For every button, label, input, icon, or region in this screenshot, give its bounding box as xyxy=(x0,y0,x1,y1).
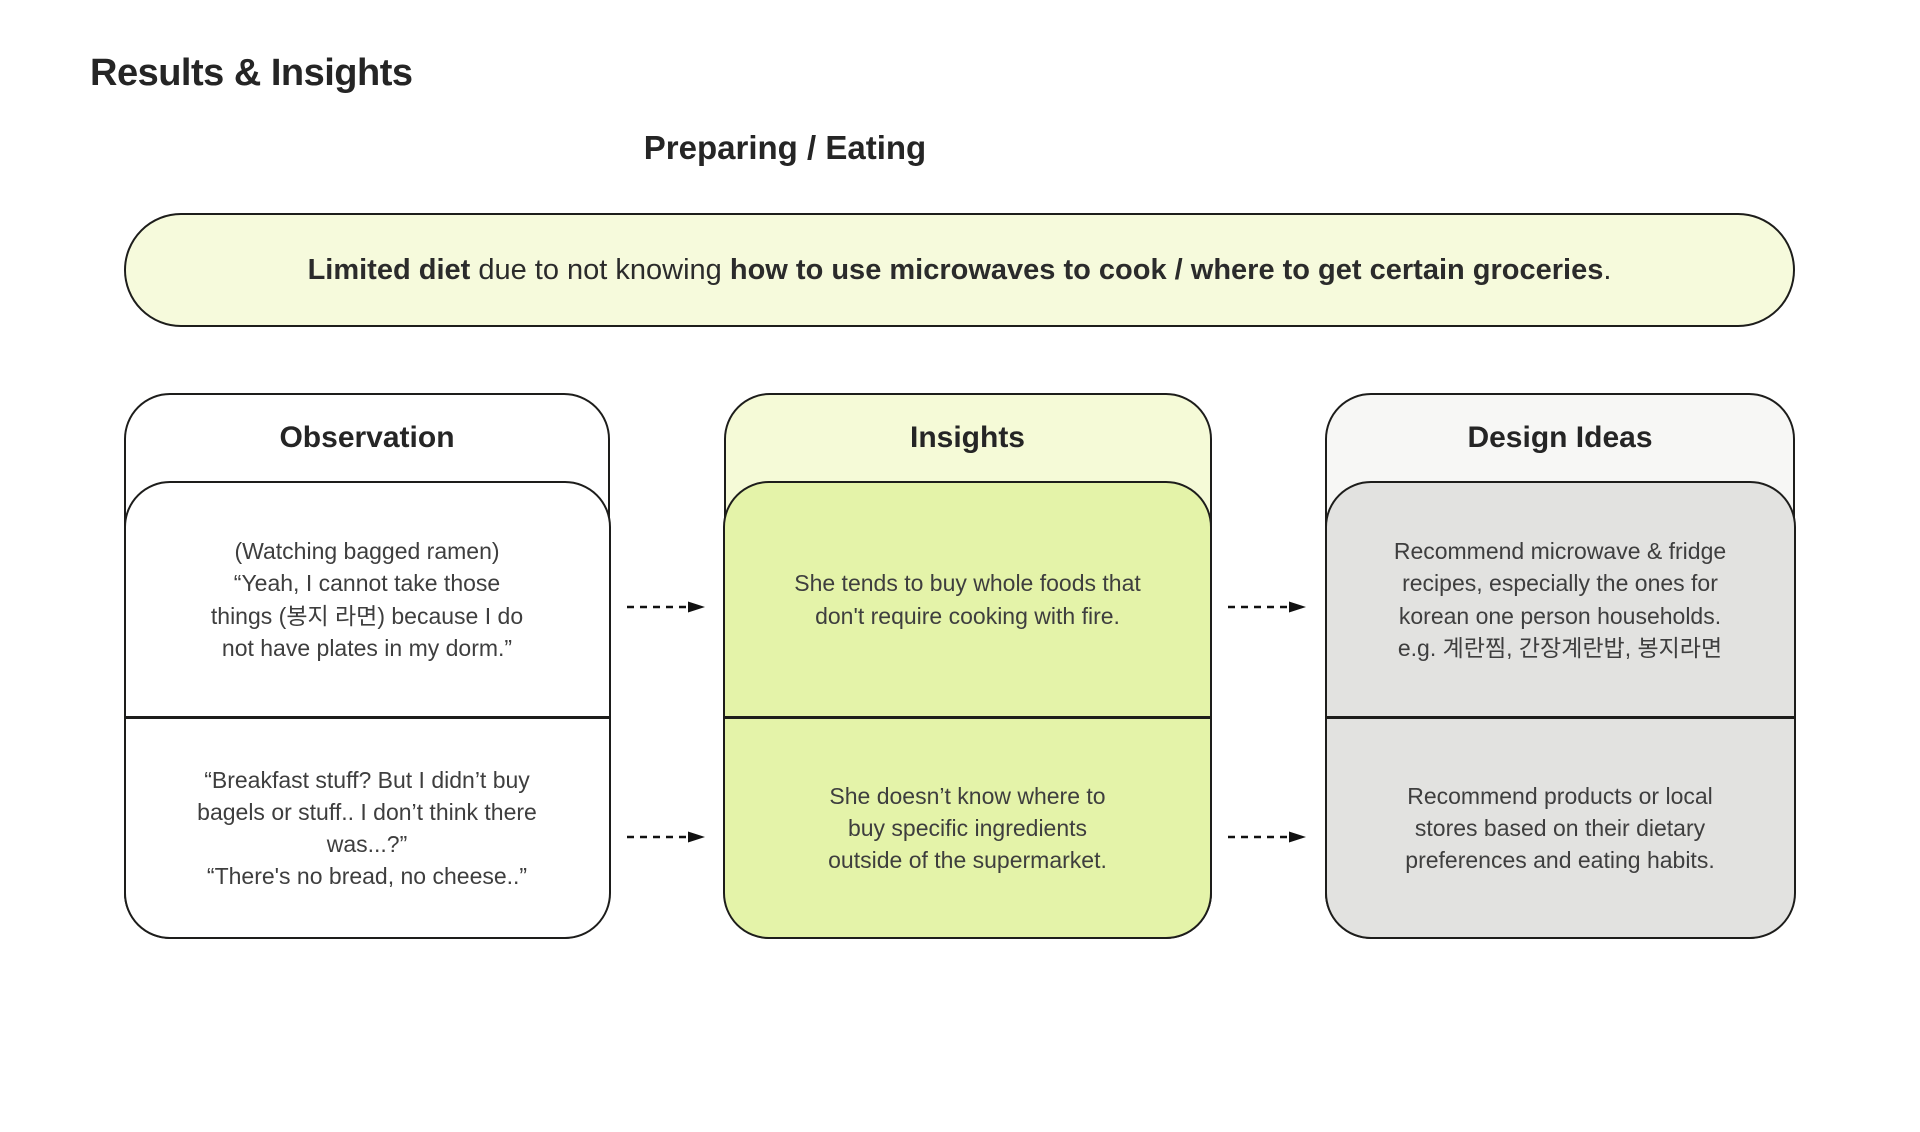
section-title: Preparing / Eating xyxy=(643,129,927,166)
dashed-arrow-right-icon xyxy=(626,601,705,613)
observation-column: Observation (Watching bagged ramen) “Yea… xyxy=(123,393,611,939)
cell-line: Recommend products or local xyxy=(1407,782,1713,809)
cell-line: not have plates in my dorm.” xyxy=(221,634,513,661)
dashed-arrow-right-icon xyxy=(1228,601,1307,613)
cell-line: was...?” xyxy=(326,831,408,857)
cell-line: “Breakfast stuff? But I didn’t buy xyxy=(204,766,530,793)
insights-header: Insights xyxy=(909,421,1025,454)
design-ideas-cell-2: Recommend products or local stores based… xyxy=(1326,716,1794,937)
design-ideas-body: Recommend microwave & fridge recipes, es… xyxy=(1324,481,1796,939)
cell-line: stores based on their dietary xyxy=(1414,814,1706,841)
cell-line: She doesn’t know where to xyxy=(829,782,1106,809)
insights-column: Insights She tends to buy whole foods th… xyxy=(723,393,1212,939)
observation-body: (Watching bagged ramen) “Yeah, I cannot … xyxy=(123,481,611,939)
cell-line: don't require cooking with fire. xyxy=(815,602,1120,629)
cell-line: She tends to buy whole foods that xyxy=(794,570,1141,597)
design-ideas-header: Design Ideas xyxy=(1467,421,1653,454)
results-insights-page: Results & Insights Preparing / Eating Li… xyxy=(0,52,1920,939)
banner-segment: due to not knowing xyxy=(470,253,730,286)
banner-segment: how to use microwaves to cook / where to… xyxy=(729,253,1604,286)
cell-line: preferences and eating habits. xyxy=(1405,847,1715,874)
cell-line: buy specific ingredients xyxy=(847,814,1088,841)
insights-cell-2: She doesn’t know where to buy specific i… xyxy=(725,716,1210,937)
matrix-row: Observation (Watching bagged ramen) “Yea… xyxy=(123,393,1796,939)
cell-line: things (봉지 라면) because I do xyxy=(210,602,524,629)
insights-body: She tends to buy whole foods that don't … xyxy=(723,481,1212,939)
dashed-arrow-right-icon xyxy=(1228,831,1307,843)
observation-cell-1: (Watching bagged ramen) “Yeah, I cannot … xyxy=(126,483,609,716)
banner-segment: Limited diet xyxy=(307,253,471,286)
observation-cell-2: “Breakfast stuff? But I didn’t buy bagel… xyxy=(125,716,609,937)
key-finding-banner: Limited diet due to not knowing how to u… xyxy=(124,213,1795,327)
gap-observation-insights xyxy=(610,393,724,939)
insights-cell-1: She tends to buy whole foods that don't … xyxy=(725,483,1210,716)
cell-line: (Watching bagged ramen) xyxy=(234,538,500,565)
gap-insights-design xyxy=(1212,393,1326,939)
dashed-arrow-right-icon xyxy=(626,831,705,843)
cell-line: korean one person households. xyxy=(1398,602,1722,629)
cell-line: recipes, especially the ones for xyxy=(1402,570,1718,597)
cell-line: Recommend microwave & fridge xyxy=(1393,538,1727,565)
cell-line: “Yeah, I cannot take those xyxy=(233,570,501,597)
design-ideas-column: Design Ideas Recommend microwave & fridg… xyxy=(1324,393,1796,939)
cell-line: bagels or stuff.. I don’t think there xyxy=(197,798,537,825)
cell-line: outside of the supermarket. xyxy=(828,847,1107,874)
cell-line: “There's no bread, no cheese..” xyxy=(206,863,528,890)
page-title: Results & Insights xyxy=(90,52,413,94)
design-ideas-cell-1: Recommend microwave & fridge recipes, es… xyxy=(1327,483,1794,716)
observation-header: Observation xyxy=(279,421,455,454)
key-finding-text: Limited diet due to not knowing how to u… xyxy=(308,254,1612,287)
cell-line: e.g. 계란찜, 간장계란밥, 봉지라면 xyxy=(1397,634,1723,661)
banner-segment: . xyxy=(1603,253,1612,286)
